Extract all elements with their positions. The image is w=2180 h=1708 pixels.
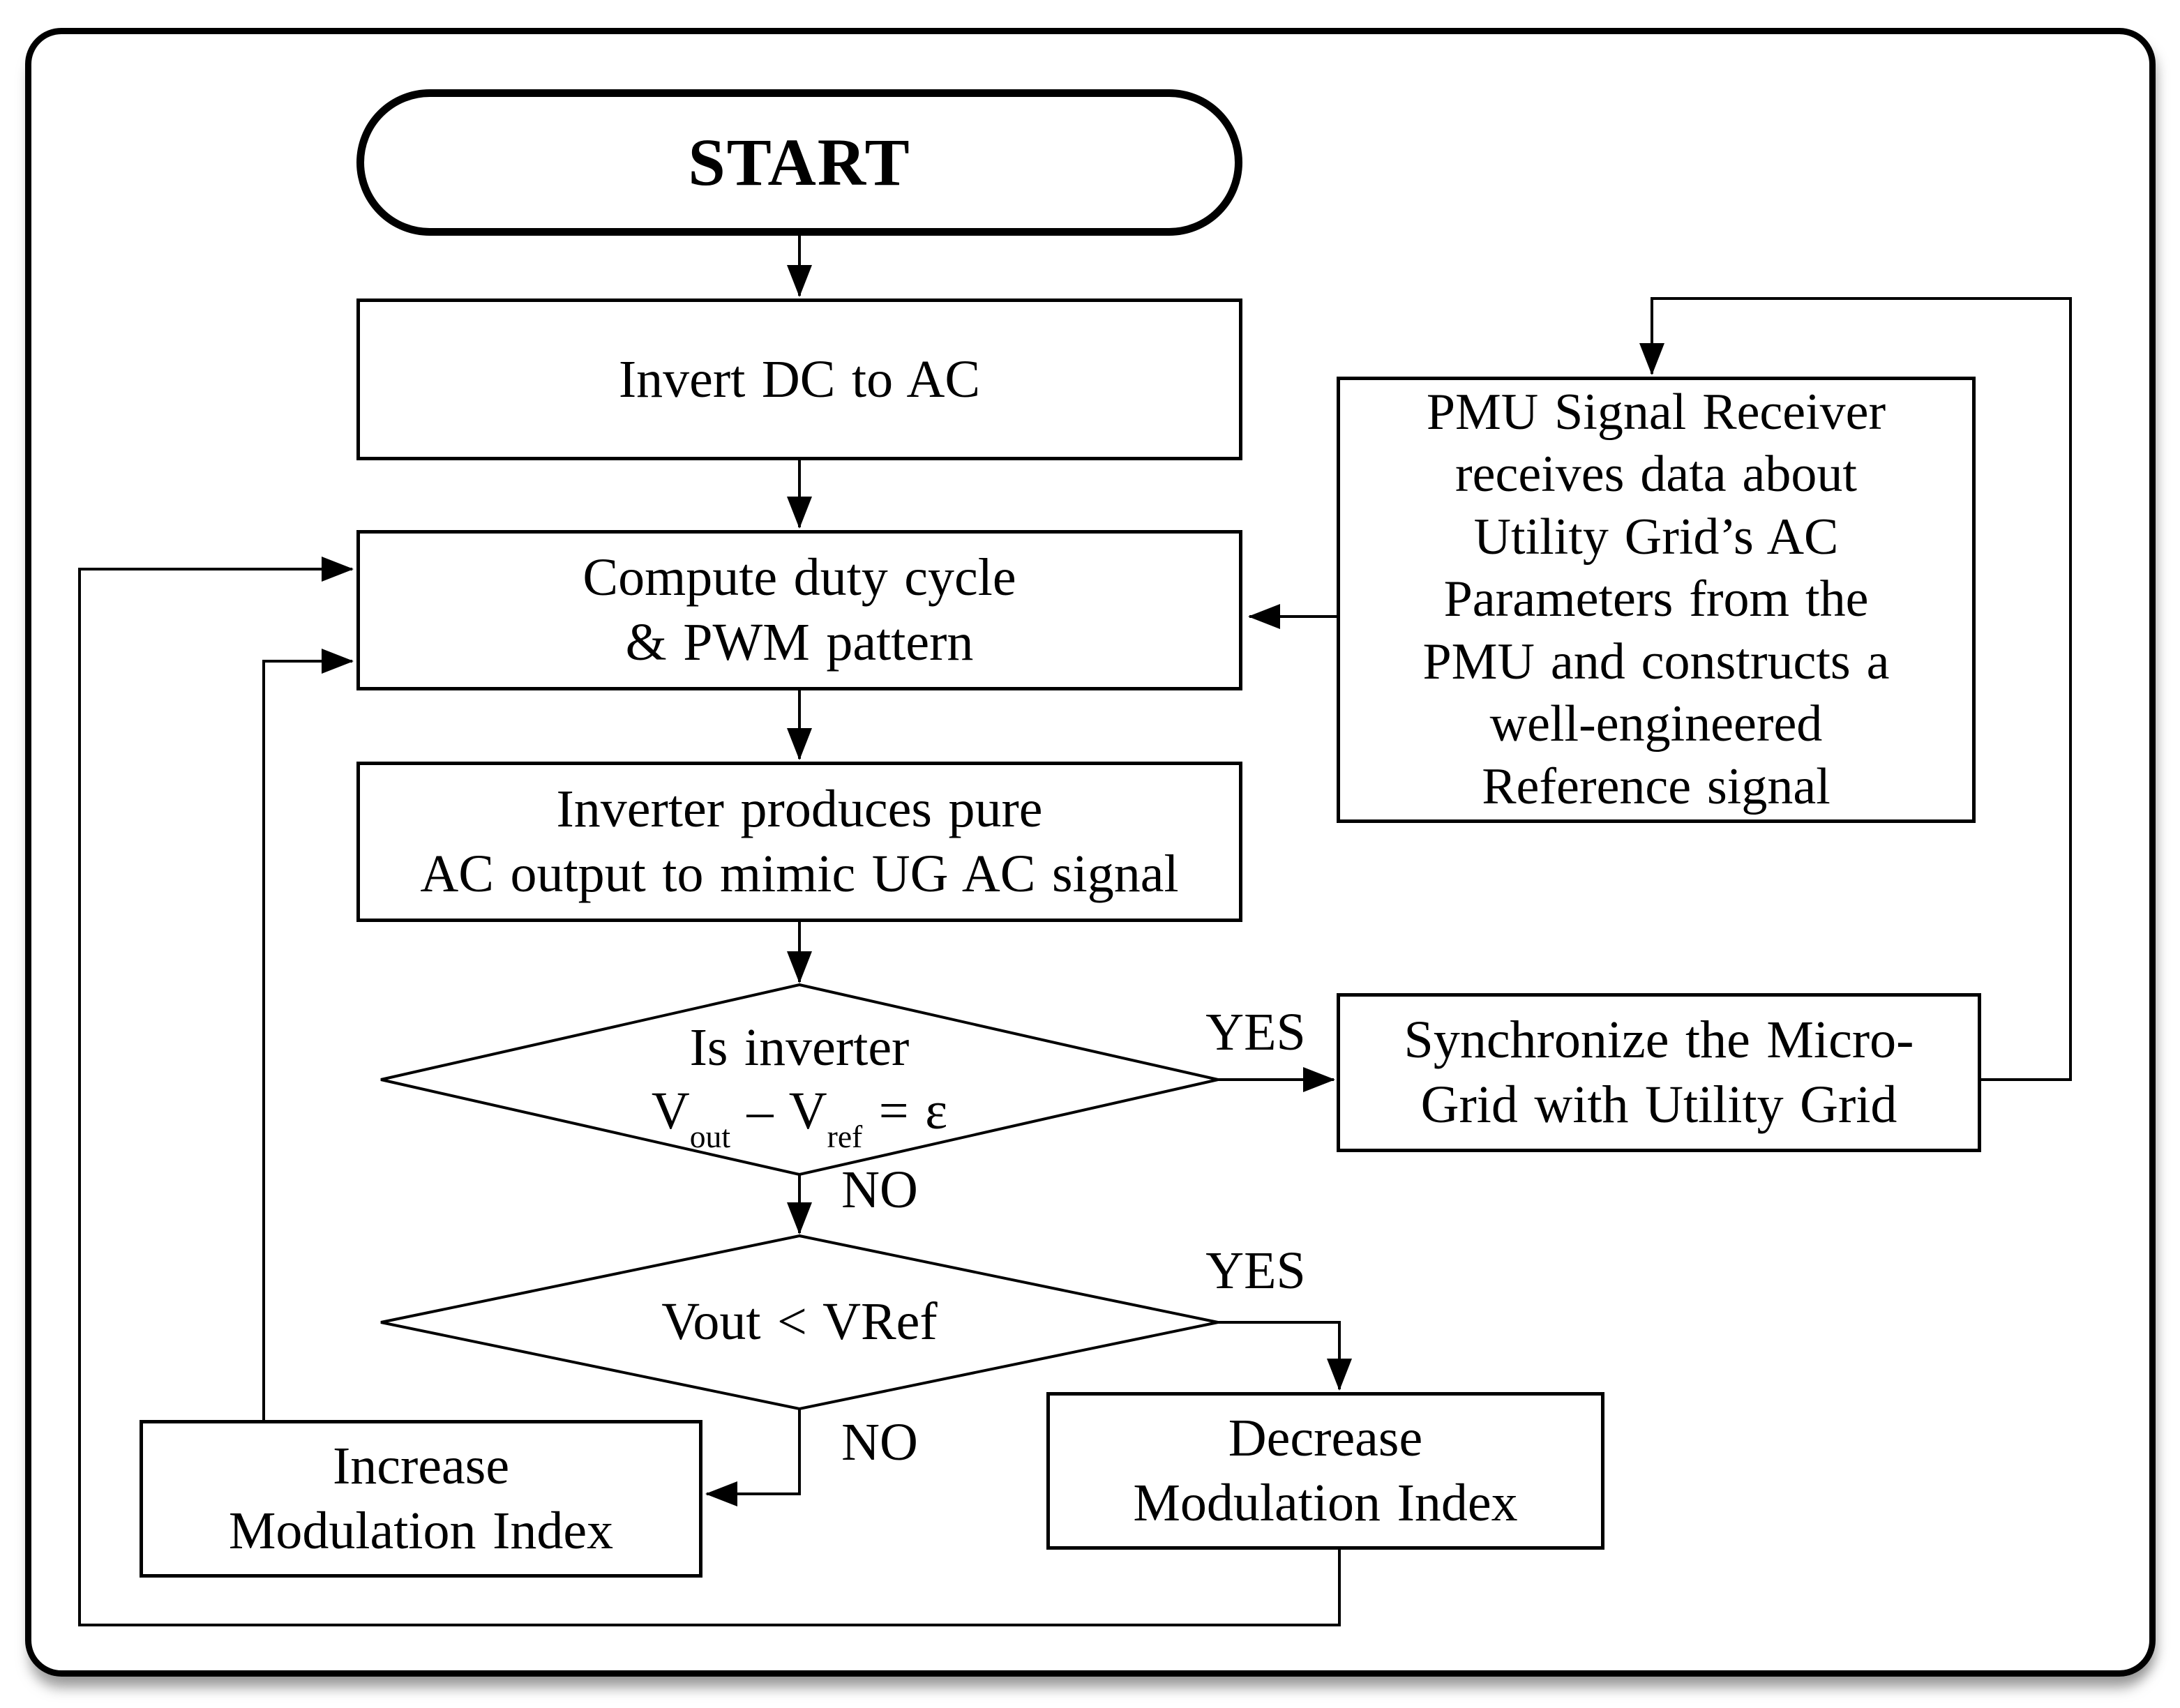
pmu-receiver-node: PMU Signal Receiver receives data about … xyxy=(1337,377,1976,823)
synchronize-node: Synchronize the Micro- Grid with Utility… xyxy=(1337,993,1981,1152)
pmu-line: well-engineered xyxy=(1489,695,1823,753)
edge-decrease-feedback-to-compute xyxy=(78,557,1341,1626)
inverter-output-node: Inverter produces pure AC output to mimi… xyxy=(356,762,1242,922)
decision1-diamond xyxy=(380,983,1219,1177)
invert-dc-ac-node: Invert DC to AC xyxy=(356,298,1242,460)
figure-border xyxy=(25,28,2156,1677)
formula-sub-out: out xyxy=(689,1119,730,1155)
decision1-text: Is inverter Vout – Vref = ε xyxy=(486,1002,1113,1158)
edge-synchronize-loop-to-pmu xyxy=(1639,297,2072,1081)
edge-increase-feedback-to-compute xyxy=(262,649,354,1420)
inverter-output-line1: Inverter produces pure xyxy=(556,780,1043,839)
decrease-line1: Decrease xyxy=(1228,1409,1423,1468)
pmu-line: Parameters from the xyxy=(1443,570,1869,628)
decision2-diamond xyxy=(380,1234,1219,1411)
pmu-line: PMU Signal Receiver xyxy=(1426,383,1886,441)
decision1-no-label: NO xyxy=(841,1161,918,1219)
decision1-yes-label: YES xyxy=(1205,1003,1306,1061)
inverter-output-line2: AC output to mimic UG AC signal xyxy=(420,845,1179,903)
edge-decision2-no-to-increase xyxy=(705,1409,801,1506)
pmu-line: receives data about xyxy=(1455,446,1857,504)
start-label: START xyxy=(688,125,911,200)
decrease-modulation-node: Decrease Modulation Index xyxy=(1046,1392,1604,1550)
decision2-no-label: NO xyxy=(841,1413,918,1472)
compute-duty-line1: Compute duty cycle xyxy=(582,548,1016,607)
start-node: START xyxy=(356,89,1242,236)
increase-line2: Modulation Index xyxy=(228,1502,614,1560)
edge-decision2-yes-to-decrease xyxy=(1218,1321,1352,1391)
decision2-yes-label: YES xyxy=(1205,1241,1306,1300)
compute-duty-line2: & PWM pattern xyxy=(625,613,974,672)
synchronize-line1: Synchronize the Micro- xyxy=(1404,1011,1914,1070)
increase-modulation-node: Increase Modulation Index xyxy=(140,1420,702,1578)
increase-line1: Increase xyxy=(332,1437,510,1496)
decision1-line1: Is inverter xyxy=(689,1018,910,1077)
pmu-line: Reference signal xyxy=(1482,757,1831,815)
synchronize-line2: Grid with Utility Grid xyxy=(1420,1075,1897,1134)
formula-epsilon: = ε xyxy=(862,1082,948,1140)
pmu-line: PMU and constructs a xyxy=(1422,633,1890,690)
decision2-label: Vout < VRef xyxy=(661,1292,938,1352)
compute-duty-node: Compute duty cycle & PWM pattern xyxy=(356,530,1242,690)
formula-v1: V xyxy=(651,1082,690,1140)
decision2-text: Vout < VRef xyxy=(486,1287,1113,1357)
decision1-formula: Vout – Vref = ε xyxy=(651,1080,948,1152)
formula-minus: – V xyxy=(730,1082,827,1140)
invert-dc-ac-label: Invert DC to AC xyxy=(618,349,981,409)
formula-sub-ref: ref xyxy=(827,1119,863,1155)
decrease-line2: Modulation Index xyxy=(1133,1474,1518,1532)
pmu-line: Utility Grid’s AC xyxy=(1473,508,1839,566)
